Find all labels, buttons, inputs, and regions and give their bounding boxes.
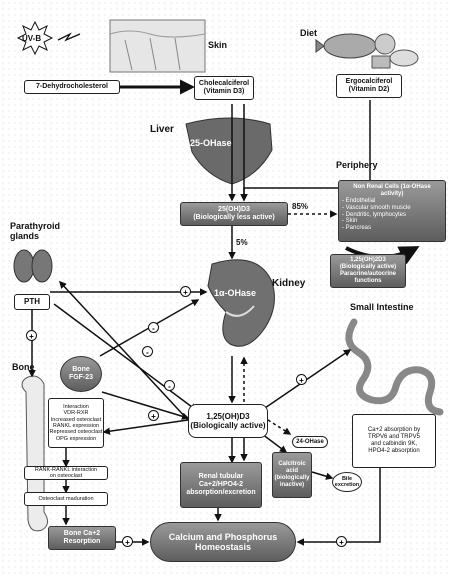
plus-sign-pth-kidney: + bbox=[180, 286, 191, 297]
lightning-icon bbox=[57, 32, 81, 42]
pth-box: PTH bbox=[14, 294, 50, 310]
plus-sign-vitd-intestine: + bbox=[296, 374, 307, 385]
bone-fgf23-box: Bone FGF-23 bbox=[60, 356, 102, 392]
homeostasis-box: Calcium and Phosphorus Homeostasis bbox=[150, 522, 296, 562]
liver-illustration bbox=[185, 117, 273, 185]
liver-hydroxylase-label: 25-OHase bbox=[190, 138, 232, 148]
nonrenal-cells-box: Non Renal Cells (1α-OHase activity) - En… bbox=[338, 180, 446, 242]
nonrenal-items: - Endothelial - Vascular smooth muscle -… bbox=[342, 197, 411, 232]
osteoclast-box: Osteoclast maduration bbox=[24, 492, 108, 506]
plus-sign-intestine-homeostasis: + bbox=[336, 536, 347, 547]
paracrine-box: 1,25(OH)2D3 (Biologically active) Paracr… bbox=[330, 254, 406, 288]
uvb-sun-icon bbox=[16, 20, 54, 56]
rank-box: RANK-RANKL interaction on osteoclast bbox=[24, 466, 108, 480]
interaction-box: Interaction VDR-RXR Increased osteoclast… bbox=[48, 398, 104, 448]
intestine-illustration bbox=[345, 318, 444, 416]
active-vitamin-box: 1,25(OH)D3 (Biologically active) bbox=[188, 404, 268, 438]
kidney-hydroxylase-label: 1α-OHase bbox=[214, 288, 257, 298]
ergocalciferol-box: Ergocalciferol (Vitamin D2) bbox=[336, 74, 402, 98]
minus-sign-fgf-kidney: - bbox=[148, 322, 159, 333]
intestine-absorption-box: Ca+2 absorption by TRPV6 and TRPV5 and c… bbox=[352, 414, 436, 468]
percent-5-label: 5% bbox=[236, 238, 248, 247]
minus-sign-fgf-vitd: - bbox=[164, 380, 175, 391]
periphery-label: Periphery bbox=[336, 160, 378, 170]
plus-sign-bone-homeostasis: + bbox=[122, 536, 133, 547]
bone-label: Bone bbox=[12, 362, 35, 372]
oh24-box: 24-OHase bbox=[292, 436, 328, 448]
calcitroic-acid-box: Calcitroic acid (biologically inactive) bbox=[272, 452, 312, 498]
bone-illustration bbox=[21, 375, 48, 532]
plus-sign-vitd-bone: + bbox=[148, 410, 159, 421]
kidney-label: Kidney bbox=[272, 278, 306, 289]
small-intestine-label: Small Intestine bbox=[350, 302, 414, 312]
skin-label: Skin bbox=[208, 40, 228, 50]
kidney-illustration bbox=[207, 259, 275, 347]
cholecalciferol-box: Cholecalciferol (Vitamin D3) bbox=[194, 76, 254, 100]
bone-resorption-box: Bone Ca+2 Resorption bbox=[48, 526, 116, 550]
minus-sign-vitd-pth: - bbox=[142, 346, 153, 357]
skin-illustration bbox=[109, 19, 206, 73]
diet-food-illustration bbox=[315, 33, 419, 69]
diet-label: Diet bbox=[300, 28, 318, 38]
uvb-label: UV-B bbox=[22, 34, 42, 43]
bile-excretion-box: Bile excretion bbox=[332, 472, 362, 492]
nonrenal-title: Non Renal Cells (1α-OHase activity) bbox=[353, 184, 431, 197]
oh25-box: 25(OH)D3 (Biologically less active) bbox=[180, 202, 288, 226]
parathyroid-illustration bbox=[13, 249, 53, 283]
dehydrocholesterol-box: 7-Dehydrocholesterol bbox=[24, 80, 120, 94]
percent-85-label: 85% bbox=[292, 202, 309, 211]
parathyroid-label: Parathyroid glands bbox=[10, 221, 61, 241]
renal-tubular-box: Renal tubular Ca+2/HPO4-2 absorption/exc… bbox=[180, 462, 262, 508]
liver-label: Liver bbox=[150, 124, 174, 135]
plus-sign-pth-bone: + bbox=[26, 330, 37, 341]
